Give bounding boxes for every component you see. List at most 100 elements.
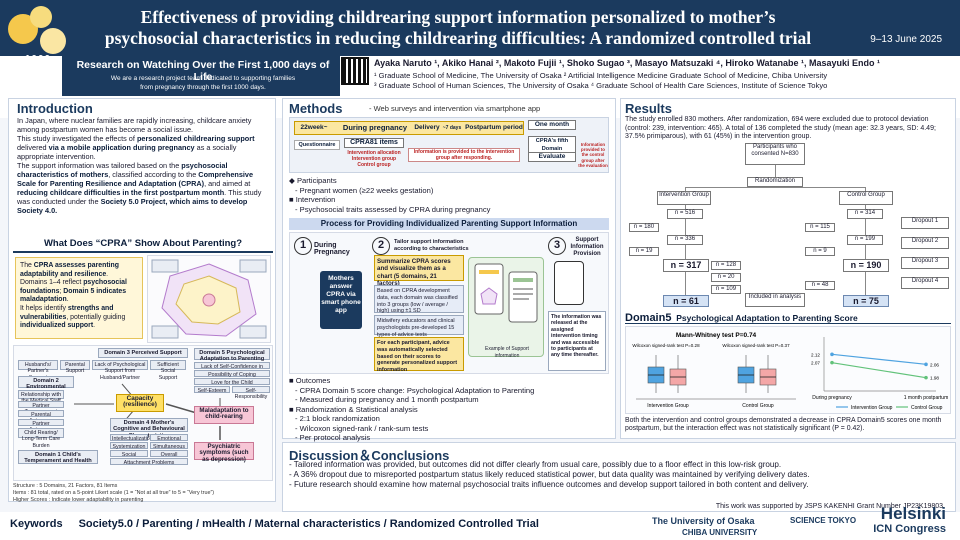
step-2-badge: 2: [372, 237, 390, 255]
chiba-logo: CHIBA UNIVERSITY: [682, 528, 758, 537]
series-point: [830, 352, 834, 357]
cpra-domain-diagram: Domain 3 Perceived Support Husband's/ Pa…: [13, 345, 273, 481]
domain4-factor: Systemization Uga: [110, 442, 148, 456]
domain2-factor: Partner Autonomy: [18, 419, 64, 433]
icn-congress-logo: ICN Congress: [873, 523, 946, 535]
step-3-badge: 3: [548, 237, 566, 255]
flow-cpra5: CPRA's fifth Domain: [528, 136, 576, 154]
consort-intervention-group: Intervention Group: [657, 191, 711, 205]
results-text: The study enrolled 830 mothers. After ra…: [625, 116, 936, 141]
consort-n115: n = 115: [805, 223, 835, 232]
domain4-box: Domain 4 Mother's Cognitive and Behaviou…: [110, 418, 188, 439]
step-3-label: Support Information Provision: [570, 237, 604, 257]
consort-dropout1: Dropout 1: [901, 217, 949, 229]
box-x-label-intervention: Intervention Group: [647, 403, 689, 409]
mother-answer-box: Mothers answer CPRA via smart phone app: [320, 271, 362, 329]
science-tokyo-logo: SCIENCE TOKYO: [790, 516, 857, 525]
logo-subtitle: days support: [23, 67, 53, 73]
process-diagram: 1 During Pregnancy Mothers answer CPRA v…: [289, 232, 609, 374]
series-point: [924, 362, 928, 367]
qr-code-icon[interactable]: [341, 57, 369, 85]
consort-n317: n = 317: [663, 259, 709, 272]
consort-n61: n = 61: [663, 295, 709, 307]
step-2-classification: Based on CPRA development data, each dom…: [374, 285, 464, 314]
consort-n19: n = 19: [629, 247, 659, 256]
domain3-factor: Parental Support: [60, 360, 90, 374]
title-banner: [0, 0, 960, 56]
cpra-summary-box: The CPRA assesses parenting adaptability…: [15, 257, 143, 339]
consort-n48: n = 48: [805, 281, 835, 290]
logo-text: 1000: [24, 54, 52, 65]
domain4-factor: Social Interaction: [110, 450, 148, 464]
legend-label-control: Control Group: [911, 405, 943, 411]
series-point: [830, 360, 834, 365]
example-caption: Example of Support information: [485, 346, 529, 359]
domain1-box: Domain 1 Child's Temperament and Health: [18, 450, 98, 464]
domain5-factor: Self-Esteem: [194, 386, 230, 394]
mann-whitney-label: Mann-Whitney test P=0.74: [676, 332, 757, 339]
discussion-text: - Tailored information was provided, but…: [289, 460, 810, 489]
discussion-title: Discussion＆Conclusions: [289, 448, 450, 463]
domain-map-graphic: [151, 259, 267, 339]
step-2-summary: Summarize CPRA scores and visualize them…: [374, 255, 464, 287]
domain2-factor: Relationship with the Medical Staff: [18, 390, 64, 404]
flow-days: ~7 days: [442, 125, 462, 131]
conference-dates: 9–13 June 2025: [870, 34, 942, 45]
introduction-panel: Introduction In Japan, where nuclear fam…: [8, 98, 276, 503]
consort-n109: n = 109: [711, 285, 741, 294]
flow-delivery: Delivery: [414, 124, 440, 131]
data-label: 2.12: [811, 352, 820, 357]
consort-n516: n = 516: [667, 209, 703, 219]
domain3-factor: Lack of Psychological Support from Husba…: [92, 360, 148, 381]
project-box: Research on Watching Over the First 1,00…: [62, 56, 340, 96]
domain5-factor: Self-Responsibility: [232, 386, 270, 400]
results-panel: Results The study enrolled 830 mothers. …: [620, 98, 956, 439]
introduction-title: Introduction: [17, 101, 93, 116]
flow-info2: Information provided to the control grou…: [578, 142, 608, 168]
flow-evaluate: Evaluate: [528, 152, 576, 162]
outcomes-list: ■ Outcomes - CPRA Domain 5 score change:…: [289, 376, 535, 442]
series-point: [924, 375, 928, 380]
domain2-box: Domain 2 Environmental Resources: [18, 376, 74, 397]
flow-info: Information is provided to the intervent…: [408, 148, 520, 162]
series-line-control: [831, 362, 927, 379]
bullet-icon: ■: [289, 404, 296, 414]
step-2-advice: Midwifery educators and clinical psychol…: [374, 315, 464, 338]
step-2-label: Tailor support information according to …: [394, 239, 469, 252]
methods-panel: Methods - Web surveys and intervention v…: [282, 98, 616, 442]
consort-randomization: Randomization: [747, 177, 803, 187]
consort-dropout2: Dropout 2: [901, 237, 949, 249]
study-flow: 22week~ During pregnancy Delivery ~7 day…: [289, 117, 609, 173]
domain2-factor: Child Rearing/ Long-Term Care Burden: [18, 428, 64, 449]
data-label: 1.98: [930, 376, 939, 381]
wilcoxon-ctrl-label: Wilcoxon signed-rank test P=0.37: [722, 343, 790, 348]
domain2-factor: Partner Temperament: [18, 401, 64, 415]
wilcoxon-int-label: Wilcoxon signed-rank test P=0.28: [632, 343, 700, 348]
discussion-panel: Discussion＆Conclusions - Tailored inform…: [282, 442, 956, 512]
domain3-box: Domain 3 Perceived Support: [98, 348, 188, 358]
step-3-detail: The information was released at the assi…: [548, 311, 606, 371]
consort-n128: n = 128: [711, 261, 741, 270]
capacity-box: Capacity (resilience): [116, 394, 164, 412]
step-2-selection: For each participant, advice was automat…: [374, 337, 464, 373]
methods-list: ◆ Participants - Pregnant women (≥22 wee…: [289, 176, 491, 214]
box-x-label-control: Control Group: [742, 403, 774, 409]
consort-enrolled: Participants who consented N=830: [745, 143, 805, 165]
osaka-logo: The University of Osaka: [652, 516, 755, 526]
poster-title: Effectiveness of providing childrearing …: [104, 7, 812, 48]
psychiatric-symptoms-box: Psychiatric symptoms (such as depression…: [194, 442, 254, 463]
domain2-factor: Parental Autonomy: [18, 410, 64, 424]
consort-n9: n = 9: [805, 247, 835, 256]
project-title: Research on Watching Over the First 1,00…: [76, 59, 330, 83]
consort-n75: n = 75: [843, 295, 889, 307]
consort-n180: n = 180: [629, 223, 659, 232]
bullet-icon: ■: [289, 376, 296, 385]
cpra-heading: What Does “CPRA” Show About Parenting?: [13, 238, 273, 253]
introduction-text: In Japan, where nuclear families are rap…: [17, 116, 262, 215]
domain4-factor: Overall Processing: [150, 450, 188, 464]
domain3-factor: Husband's/ Partner's Support: [18, 360, 58, 381]
